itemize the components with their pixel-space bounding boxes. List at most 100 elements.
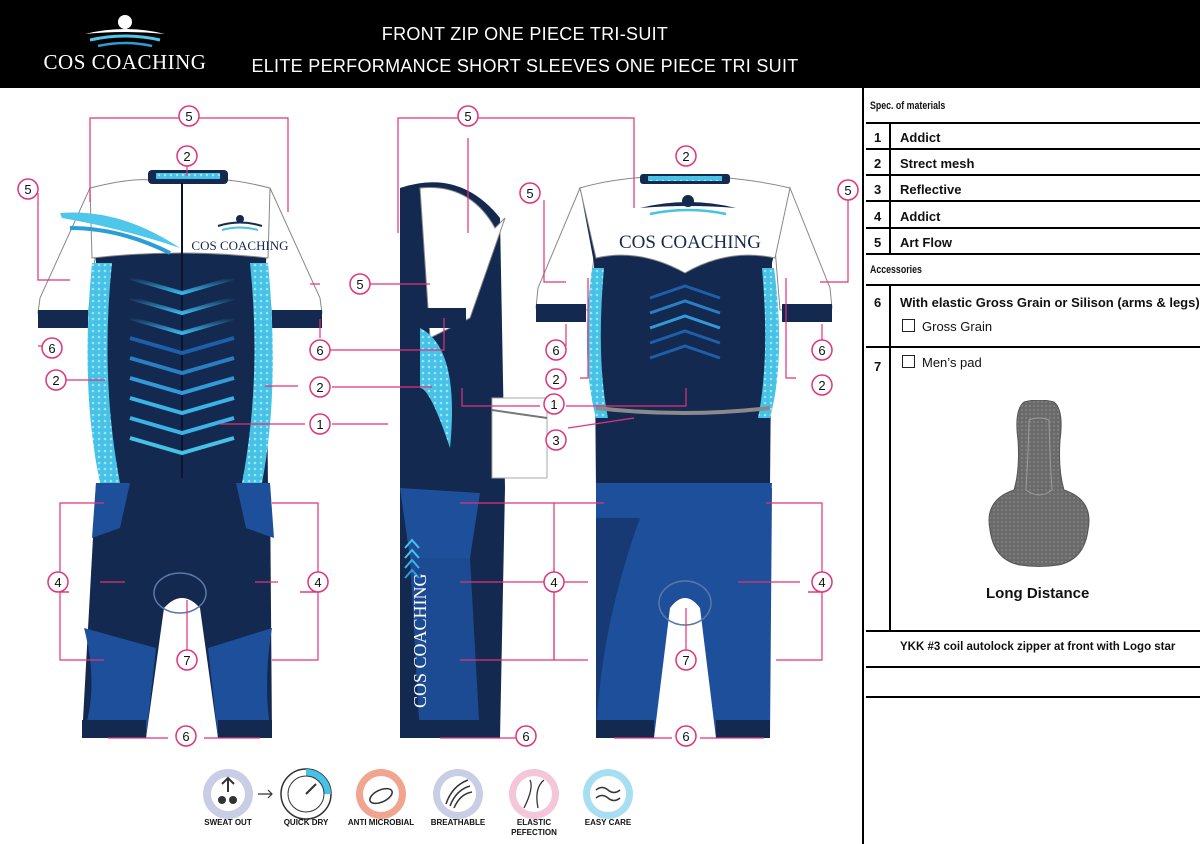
easy-care-icon	[583, 769, 633, 819]
svg-text:6: 6	[522, 729, 529, 744]
anti-microbial-icon	[356, 769, 406, 819]
garment-drawing: COS COACHING COS COACHING	[0, 88, 862, 844]
accessory-label-6: With elastic Gross Grain or Silison (arm…	[900, 295, 1200, 310]
material-num: 5	[874, 235, 882, 250]
breathable-icon	[433, 769, 483, 819]
callout-marker: 2	[309, 376, 331, 398]
svg-text:1: 1	[316, 417, 323, 432]
callout-marker: 2	[811, 374, 833, 396]
callout-marker: 4	[811, 571, 833, 593]
material-label: Addict	[900, 209, 941, 224]
svg-text:5: 5	[356, 277, 363, 292]
spec-divider	[862, 88, 864, 844]
spec-table: Spec. of materials 1 Addict 2 Strect mes…	[866, 88, 1200, 844]
svg-text:7: 7	[682, 653, 689, 668]
material-label: Addict	[900, 130, 941, 145]
svg-text:1: 1	[550, 397, 557, 412]
sweat-out-icon	[203, 769, 273, 819]
material-num: 1	[874, 130, 882, 145]
zipper-note: YKK #3 coil autolock zipper at front wit…	[900, 641, 1176, 653]
accessory-num-6: 6	[874, 295, 882, 310]
callout-marker: 5	[457, 105, 479, 127]
material-label: Art Flow	[900, 235, 952, 250]
callout-marker: 2	[545, 368, 567, 390]
svg-text:2: 2	[552, 372, 559, 387]
callout-marker: 6	[515, 725, 537, 747]
feature-icons	[203, 768, 633, 820]
chamois-pad-icon	[988, 400, 1090, 567]
svg-text:6: 6	[682, 729, 689, 744]
callout-marker: 6	[545, 339, 567, 361]
svg-text:5: 5	[24, 182, 31, 197]
callout-marker: 5	[519, 182, 541, 204]
callout-marker: 2	[176, 145, 198, 167]
svg-text:6: 6	[182, 729, 189, 744]
callout-lines	[37, 117, 849, 739]
gross-grain-checkbox[interactable]	[902, 319, 915, 332]
feature-label-breathable: BREATHABLE	[430, 818, 486, 827]
material-num: 4	[874, 209, 882, 224]
callout-markers: 5 2 5 6 2 5 6 2 1 4 4 7 6 5 1 3 4 6 2 5 …	[17, 105, 859, 747]
svg-text:4: 4	[550, 575, 557, 590]
brand-name: COS COACHING	[43, 50, 207, 74]
garment-svg: COS COACHING COS COACHING	[17, 105, 859, 820]
callout-marker: 5	[178, 105, 200, 127]
svg-text:2: 2	[183, 149, 190, 164]
svg-text:6: 6	[818, 343, 825, 358]
title-line-1: FRONT ZIP ONE PIECE TRI-SUIT	[381, 24, 669, 44]
material-num: 3	[874, 182, 882, 197]
side-view: COS COACHING	[400, 182, 548, 738]
mens-pad-label: Men’s pad	[922, 355, 982, 370]
callout-marker: 5	[837, 179, 859, 201]
svg-text:6: 6	[48, 341, 55, 356]
svg-text:6: 6	[552, 343, 559, 358]
svg-text:5: 5	[185, 109, 192, 124]
svg-text:6: 6	[316, 343, 323, 358]
back-view: COS COACHING	[535, 174, 833, 738]
callout-marker: 6	[175, 725, 197, 747]
svg-text:2: 2	[818, 378, 825, 393]
callout-marker: 2	[45, 369, 67, 391]
svg-text:7: 7	[183, 653, 190, 668]
feature-label-elastic: ELASTIC PEFECTION	[511, 818, 557, 837]
header-bar: COS COACHING FRONT ZIP ONE PIECE TRI-SUI…	[0, 0, 1200, 88]
quick-dry-icon	[280, 768, 332, 820]
callout-marker: 1	[309, 413, 331, 435]
svg-text:4: 4	[54, 575, 61, 590]
callout-marker: 6	[309, 339, 331, 361]
gross-grain-label: Gross Grain	[922, 319, 993, 334]
feature-label-sweat-out: SWEAT OUT	[204, 818, 252, 827]
svg-text:5: 5	[464, 109, 471, 124]
material-label: Strect mesh	[900, 156, 975, 171]
chest-logo: COS COACHING	[191, 215, 289, 253]
brand-logo: COS COACHING	[30, 10, 220, 80]
material-label: Reflective	[900, 182, 962, 197]
accessories-title: Accessories	[870, 264, 922, 276]
svg-text:4: 4	[314, 575, 321, 590]
callout-marker: 7	[675, 649, 697, 671]
svg-text:2: 2	[52, 373, 59, 388]
svg-text:3: 3	[552, 433, 559, 448]
svg-text:5: 5	[526, 186, 533, 201]
svg-text:2: 2	[682, 149, 689, 164]
pad-name: Long Distance	[986, 585, 1090, 602]
feature-label-anti-microbial: ANTI MICROBIAL	[347, 818, 415, 827]
material-num: 2	[874, 156, 882, 171]
front-view	[37, 170, 323, 738]
swimmer-logo-icon	[85, 15, 165, 48]
front-chevron-pattern	[129, 276, 235, 456]
callout-marker: 4	[47, 571, 69, 593]
mens-pad-checkbox[interactable]	[902, 355, 915, 368]
chest-logo-text: COS COACHING	[191, 238, 288, 253]
title-line-2: ELITE PERFORMANCE SHORT SLEEVES ONE PIEC…	[251, 56, 799, 76]
callout-marker: 5	[17, 178, 39, 200]
elastic-icon	[509, 769, 559, 819]
callout-marker: 6	[811, 339, 833, 361]
leg-logo: COS COACHING	[410, 573, 430, 708]
callout-marker: 6	[675, 725, 697, 747]
feature-label-quick-dry: QUICK DRY	[283, 818, 329, 827]
svg-text:4: 4	[818, 575, 825, 590]
materials-title: Spec. of materials	[870, 100, 946, 112]
callout-marker: 3	[545, 429, 567, 451]
callout-marker: 1	[543, 393, 565, 415]
